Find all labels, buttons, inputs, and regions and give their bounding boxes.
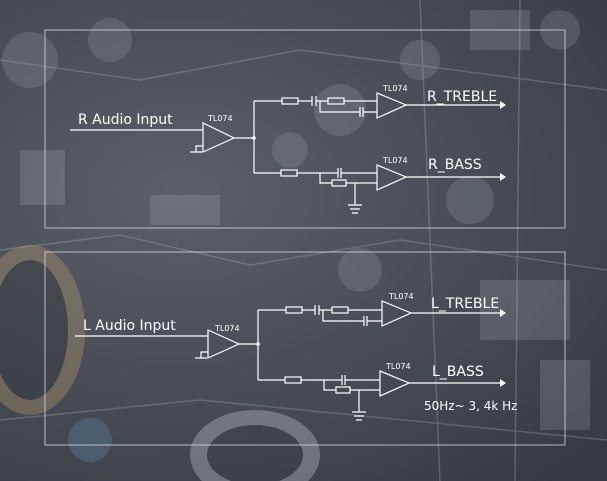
left-channel-circuit: L Audio Input TL074 TL074 L_TREBLE	[75, 292, 517, 421]
l-buffer-opamp-label: TL074	[214, 324, 240, 333]
r-buffer-opamp-label: TL074	[207, 114, 233, 123]
r-treble-opamp-symbol	[376, 92, 408, 119]
r-bass-opamp-label: TL074	[382, 156, 408, 165]
right-channel-frame	[44, 29, 566, 229]
l-treble-opamp-symbol	[381, 300, 413, 327]
r-treble-output-label: R_TREBLE	[427, 89, 497, 105]
r-treble-opamp-label: TL074	[382, 84, 408, 93]
l-bass-opamp-symbol	[379, 370, 411, 397]
r-buffer-opamp-symbol	[202, 122, 236, 153]
l-treble-output-label: L_TREBLE	[431, 296, 499, 312]
r-bass-opamp-symbol	[376, 164, 408, 191]
l-bass-opamp-label: TL074	[385, 362, 411, 371]
left-channel-frame	[44, 251, 566, 446]
right-channel-circuit: R Audio Input TL074 TL074 R_TREBLE	[70, 84, 506, 214]
l-treble-opamp-label: TL074	[388, 292, 414, 301]
l-bass-output-label: L_BASS	[432, 364, 484, 380]
r-bass-output-label: R_BASS	[428, 157, 482, 173]
l-buffer-opamp-symbol	[207, 329, 241, 359]
r-audio-input-label: R Audio Input	[78, 112, 173, 128]
frequency-range-label: 50Hz~ 3, 4k Hz	[424, 399, 517, 413]
l-audio-input-label: L Audio Input	[83, 318, 176, 334]
